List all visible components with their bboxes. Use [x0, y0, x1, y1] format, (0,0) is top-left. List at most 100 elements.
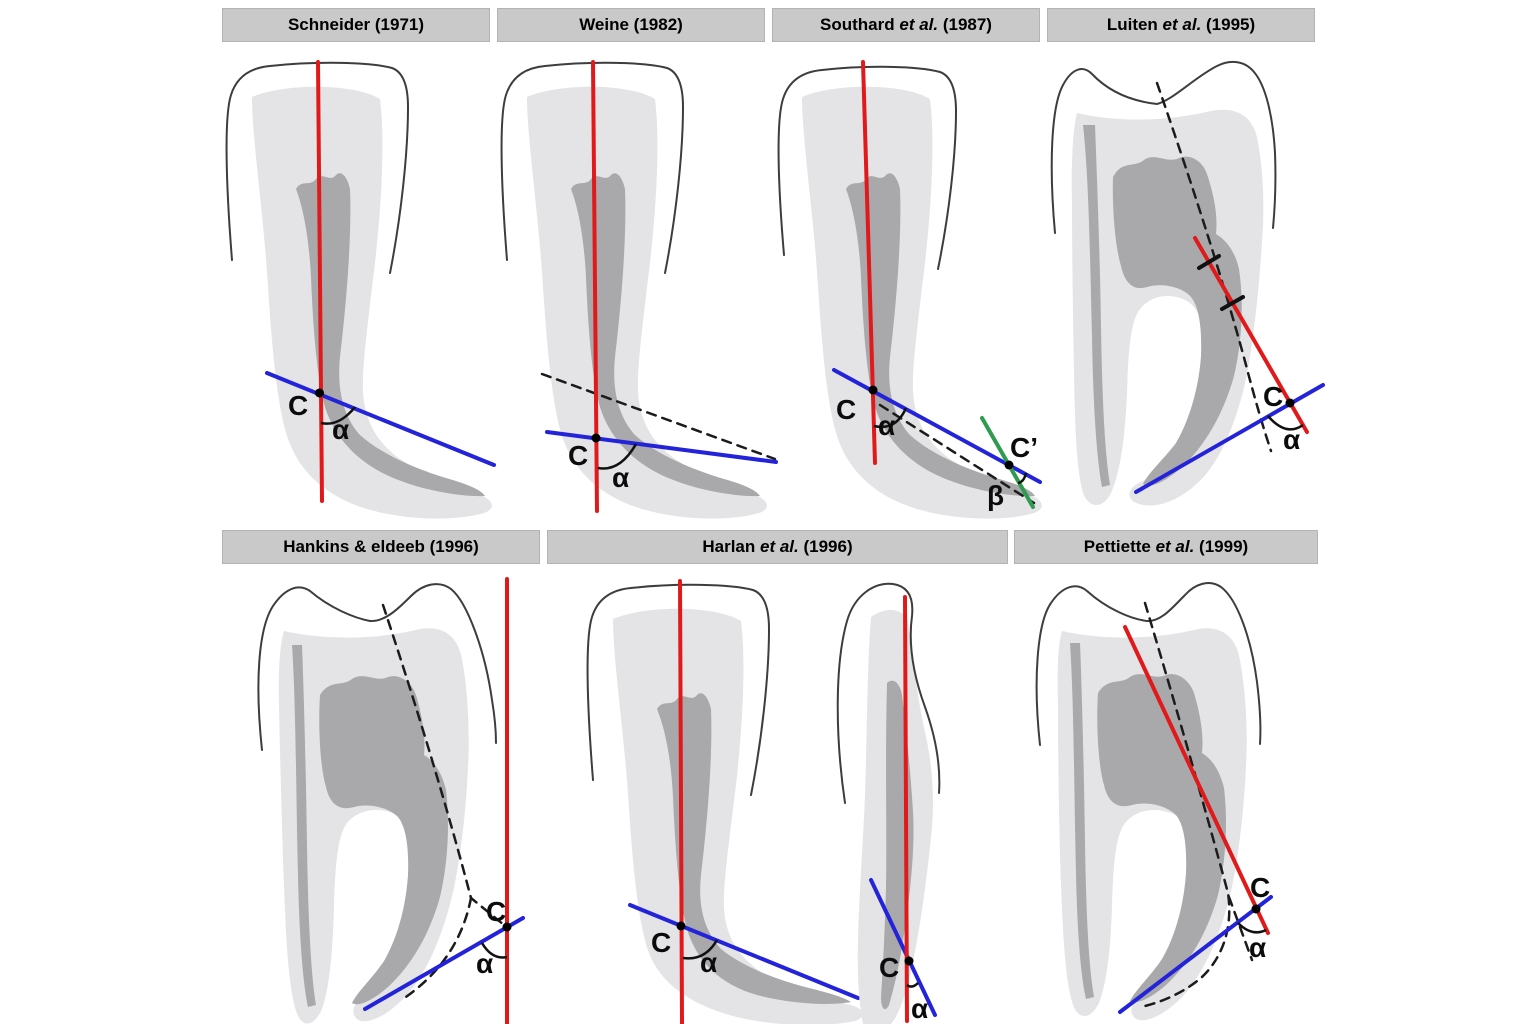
- curvature-point-dot: [591, 433, 601, 443]
- dashed-extension-line: [1227, 895, 1254, 962]
- mesial-canal-strip: [1083, 125, 1110, 487]
- panel-header-harlan: Harlan et al. (1996): [547, 530, 1008, 564]
- header-text: Southard: [820, 15, 900, 34]
- angle-arc: [682, 939, 719, 960]
- root-canal: [571, 173, 760, 497]
- curvature-blue-line: [363, 916, 525, 1011]
- curvature-point-dot: [676, 921, 686, 931]
- label-alpha: α: [332, 414, 349, 445]
- label-c: C: [651, 927, 671, 958]
- curvature-point-dot: [1251, 904, 1261, 914]
- label-alpha: α: [1249, 932, 1266, 963]
- header-text: (1999): [1194, 537, 1249, 556]
- panel-drawing-schneider: C α: [225, 60, 496, 519]
- header-text: Luiten: [1106, 15, 1163, 34]
- curvature-point-dot: [868, 385, 878, 395]
- curvature-blue-line-lateral: [869, 878, 937, 1017]
- mesial-canal-strip: [1070, 643, 1094, 999]
- canal-axis-red-line: [1123, 625, 1270, 935]
- label-c: C: [288, 390, 308, 421]
- label-alpha: α: [1283, 424, 1300, 455]
- header-text: Schneider (1971): [287, 15, 425, 34]
- curvature-point-dot: [502, 922, 512, 932]
- label-beta: β: [987, 480, 1004, 511]
- root-canal: [846, 173, 1035, 497]
- angle-arc-lateral: [906, 982, 919, 988]
- curvature-point-dot: [1285, 398, 1295, 408]
- header-text: Hankins & eldeeb (1996): [283, 537, 479, 556]
- label-alpha: α: [878, 410, 895, 441]
- header-text: (1995): [1201, 15, 1256, 34]
- header-text: Weine (1982): [579, 15, 683, 34]
- curvature-blue-line: [265, 371, 496, 467]
- label-c: C: [1263, 381, 1283, 412]
- curvature-blue-line: [545, 430, 778, 464]
- label-c: C: [568, 440, 588, 471]
- crown-outline: [777, 65, 958, 270]
- label-alpha: α: [476, 948, 493, 979]
- panel-drawing-pettiette: C α: [1035, 582, 1273, 1021]
- header-text-italic: et al.: [760, 537, 799, 556]
- root-canal: [296, 173, 485, 497]
- header-text: Pettiette: [1083, 537, 1156, 556]
- crown-outline: [257, 583, 497, 751]
- mesial-canal-strip: [292, 645, 316, 1007]
- angle-arc: [1267, 415, 1304, 431]
- curvature-point-dot: [315, 388, 324, 398]
- angle-arc-alpha: [873, 407, 908, 429]
- dashed-reference-line: [1155, 81, 1273, 453]
- crown-outline: [1050, 60, 1277, 234]
- panel-header-luiten: Luiten et al. (1995): [1047, 8, 1315, 42]
- tick-mark-upper: [1197, 254, 1221, 270]
- angle-arc: [320, 406, 356, 425]
- canal-axis-red-line: [316, 60, 324, 503]
- panel-drawing-hankins: C α: [257, 577, 525, 1024]
- panel-header-schneider: Schneider (1971): [222, 8, 490, 42]
- panel-header-weine: Weine (1982): [497, 8, 765, 42]
- secondary-point-dot: [1004, 460, 1014, 470]
- header-text: (1996): [798, 537, 853, 556]
- angle-arc-beta: [1017, 472, 1028, 485]
- label-c-prime: C’: [1010, 432, 1038, 463]
- crown-outline: [586, 583, 771, 796]
- tick-mark-lower: [1220, 295, 1245, 311]
- label-alpha-lateral: α: [911, 993, 928, 1024]
- panel-drawing-luiten: C α: [1050, 60, 1325, 506]
- label-c-lateral: C: [879, 952, 899, 983]
- root-canal: [319, 676, 448, 1005]
- label-c: C: [1250, 872, 1270, 903]
- curvature-blue-line: [628, 903, 860, 1000]
- canal-axis-red-line: [861, 60, 877, 465]
- panel-drawing-harlan: C α C α: [586, 579, 941, 1024]
- crown-outline: [225, 61, 410, 274]
- label-alpha: α: [700, 947, 717, 978]
- curvature-blue-line: [1118, 895, 1273, 1014]
- angle-arc: [597, 443, 638, 470]
- dashed-reference-line: [878, 403, 1036, 505]
- dashed-reference-line: [540, 372, 777, 461]
- label-alpha: α: [612, 462, 629, 493]
- crown-outline: [1035, 582, 1262, 746]
- header-text-italic: et al.: [899, 15, 939, 34]
- label-c: C: [836, 394, 856, 425]
- crown-outline: [500, 61, 685, 274]
- angle-arc: [1237, 922, 1267, 934]
- header-text: (1987): [938, 15, 992, 34]
- root-canal: [657, 693, 851, 1004]
- crown-outline-lateral: [836, 582, 941, 804]
- header-text: Harlan: [702, 537, 760, 556]
- panel-header-hankins: Hankins & eldeeb (1996): [222, 530, 540, 564]
- angle-arc: [480, 942, 508, 959]
- panel-header-southard: Southard et al. (1987): [772, 8, 1040, 42]
- canal-axis-red-line: [678, 579, 684, 1024]
- panel-drawing-southard: C α C’ β: [777, 60, 1042, 519]
- label-c: C: [486, 896, 506, 927]
- panel-header-pettiette: Pettiette et al. (1999): [1014, 530, 1318, 564]
- canal-axis-red-line-lateral: [903, 595, 909, 1023]
- header-text-italic: et al.: [1155, 537, 1195, 556]
- header-text-italic: et al.: [1162, 15, 1202, 34]
- panel-drawing-weine: C α: [500, 60, 778, 519]
- curvature-point-dot-lateral: [904, 956, 914, 966]
- dashed-canal-line: [381, 603, 506, 927]
- root-canal: [1097, 674, 1226, 1003]
